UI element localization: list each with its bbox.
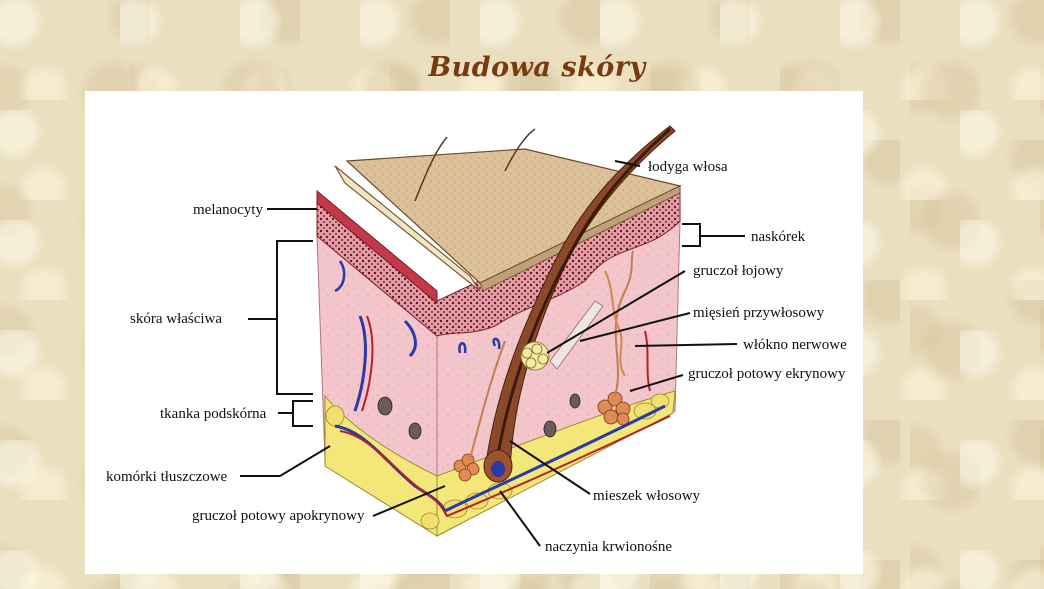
peeling-flap (334, 165, 481, 292)
leader-tluszczowe (240, 445, 331, 477)
leader-gruczol-lojowy (546, 270, 686, 354)
leader-wlokno (634, 343, 738, 347)
skin-diagram: łodyga włosa melanocyty naskórek gruczoł… (106, 125, 847, 555)
label-gruczol-lojowy: gruczoł łojowy (693, 263, 784, 279)
eccrine-gland (597, 391, 631, 426)
sebaceous-gland (520, 341, 550, 371)
leader-miesien (579, 312, 691, 342)
label-melanocyty: melanocyty (193, 202, 263, 218)
hair-follicle (484, 125, 676, 472)
epidermis-dotted (316, 185, 681, 337)
apocrine-gland (453, 453, 480, 482)
label-tluszczowe: komórki tłuszczowe (106, 469, 228, 485)
leader-ekrynowy (629, 374, 684, 392)
label-miesien: mięsień przywłosowy (693, 305, 825, 321)
label-naskorek: naskórek (751, 229, 806, 245)
label-skora-wlasciwa: skóra właściwa (130, 311, 222, 327)
diagram-panel: łodyga włosa melanocyty naskórek gruczoł… (85, 91, 863, 574)
label-lodyga: łodyga włosa (648, 159, 728, 175)
label-podskorna: tkanka podskórna (160, 406, 267, 422)
page-title: Budowa skóry (428, 52, 646, 83)
leader-apokrynowy (372, 485, 446, 517)
hair-shaft (495, 127, 672, 462)
bracket-skora (248, 240, 313, 395)
leader-mieszek (509, 440, 591, 495)
label-apokrynowy: gruczoł potowy apokrynowy (192, 508, 365, 524)
bracket-podskorna (278, 400, 313, 427)
leader-naczynia (499, 490, 541, 547)
blood-vessel-red (339, 415, 671, 518)
melanocyte-band (316, 189, 438, 305)
bracket-naskorek (682, 223, 745, 247)
label-wlokno: włókno nerwowe (743, 337, 847, 353)
label-mieszek: mieszek włosowy (593, 488, 701, 504)
label-naczynia: naczynia krwionośne (545, 539, 672, 555)
leader-lodyga (614, 160, 641, 167)
label-ekrynowy: gruczoł potowy ekrynowy (688, 366, 846, 382)
